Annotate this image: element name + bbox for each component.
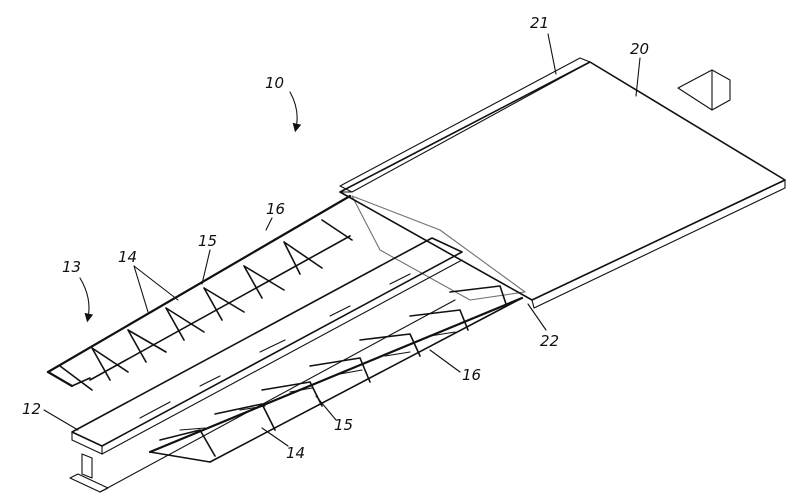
leader-bent-upper <box>201 249 211 285</box>
label-web-member-lower: 14 <box>286 444 305 462</box>
leader-bent-lower <box>315 395 337 421</box>
label-assembly: 10 <box>265 74 284 92</box>
truss-frame-right <box>148 285 524 463</box>
leader-slab <box>635 57 641 97</box>
label-edge-lower: 22 <box>540 332 559 350</box>
label-chord-lower: 16 <box>462 366 481 384</box>
label-beam: 12 <box>22 400 41 418</box>
label-web-member-upper: 14 <box>118 248 137 266</box>
leader-beam <box>43 409 79 431</box>
reference-labels: 10 13 12 14 15 16 21 20 22 16 15 14 <box>22 14 649 462</box>
truss-frame-left <box>46 194 353 391</box>
label-bent-upper: 15 <box>198 232 217 250</box>
leader-chord-lower <box>429 349 461 373</box>
label-bent-lower: 15 <box>334 416 353 434</box>
leader-web-member-lower <box>261 427 289 447</box>
label-slab: 20 <box>630 40 649 58</box>
leader-edge-upper <box>547 33 557 75</box>
arrow-assembly <box>289 91 302 133</box>
label-edge-upper: 21 <box>530 14 549 32</box>
label-chord-upper: 16 <box>266 200 285 218</box>
leader-web-member-upper-b <box>133 265 179 301</box>
steel-beam <box>69 237 463 493</box>
leader-edge-lower <box>527 303 547 331</box>
label-truss: 13 <box>62 258 81 276</box>
leader-chord-upper <box>265 217 273 231</box>
leader-web-member-upper-a <box>133 265 149 313</box>
concrete-slab <box>339 57 786 309</box>
arrow-truss <box>79 277 94 323</box>
